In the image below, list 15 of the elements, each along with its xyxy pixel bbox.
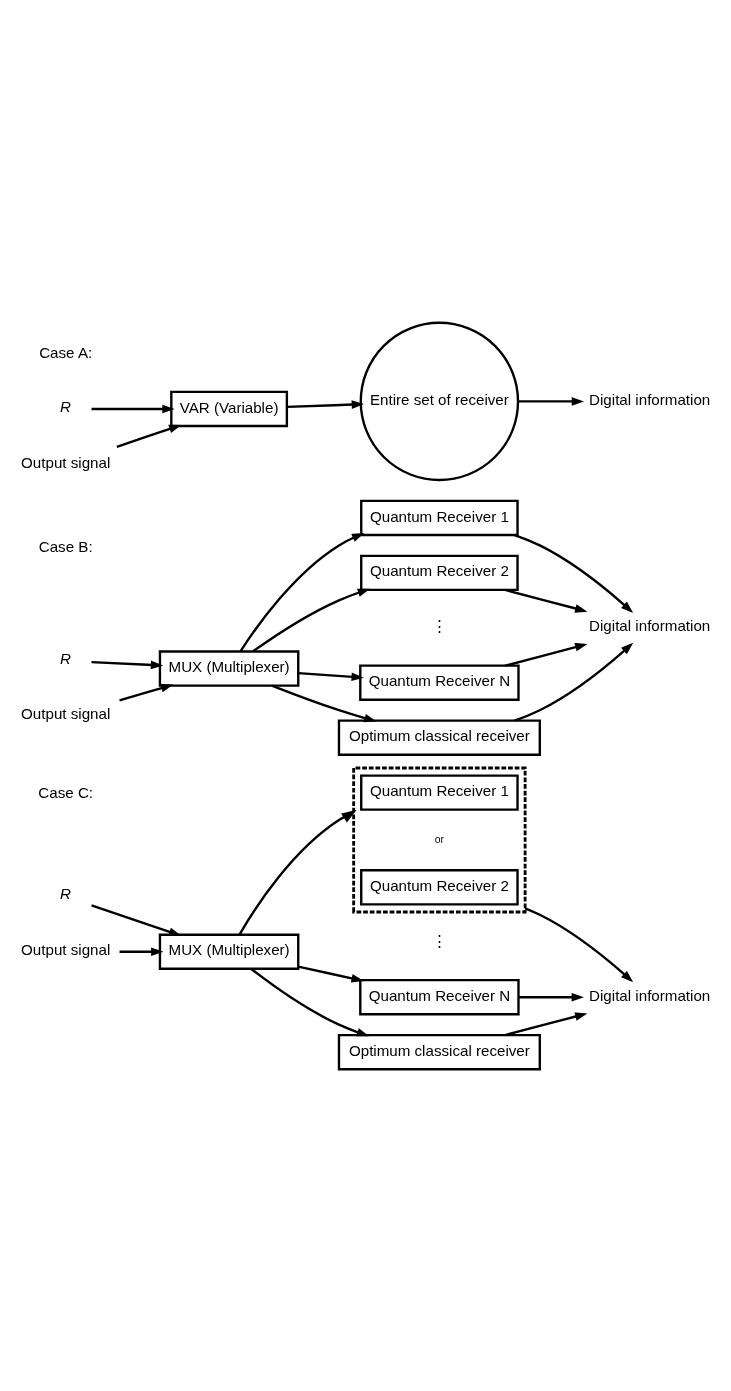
- node-text: Output signal: [21, 704, 111, 722]
- label: or: [434, 833, 445, 845]
- label: ⋮: [431, 616, 447, 634]
- label: Case A:: [39, 343, 93, 361]
- node-text: Output signal: [21, 453, 111, 471]
- node-text: R: [60, 397, 71, 415]
- label: Case C:: [38, 783, 94, 801]
- node-text: R: [60, 884, 71, 902]
- node-text: Output signal: [21, 940, 111, 958]
- node-text: Digital information: [589, 616, 711, 634]
- node-text: Digital information: [589, 986, 711, 1004]
- label: Case B:: [38, 537, 93, 555]
- node-text: Digital information: [589, 390, 711, 408]
- label: ⋮: [431, 931, 447, 949]
- node-text: R: [60, 649, 71, 667]
